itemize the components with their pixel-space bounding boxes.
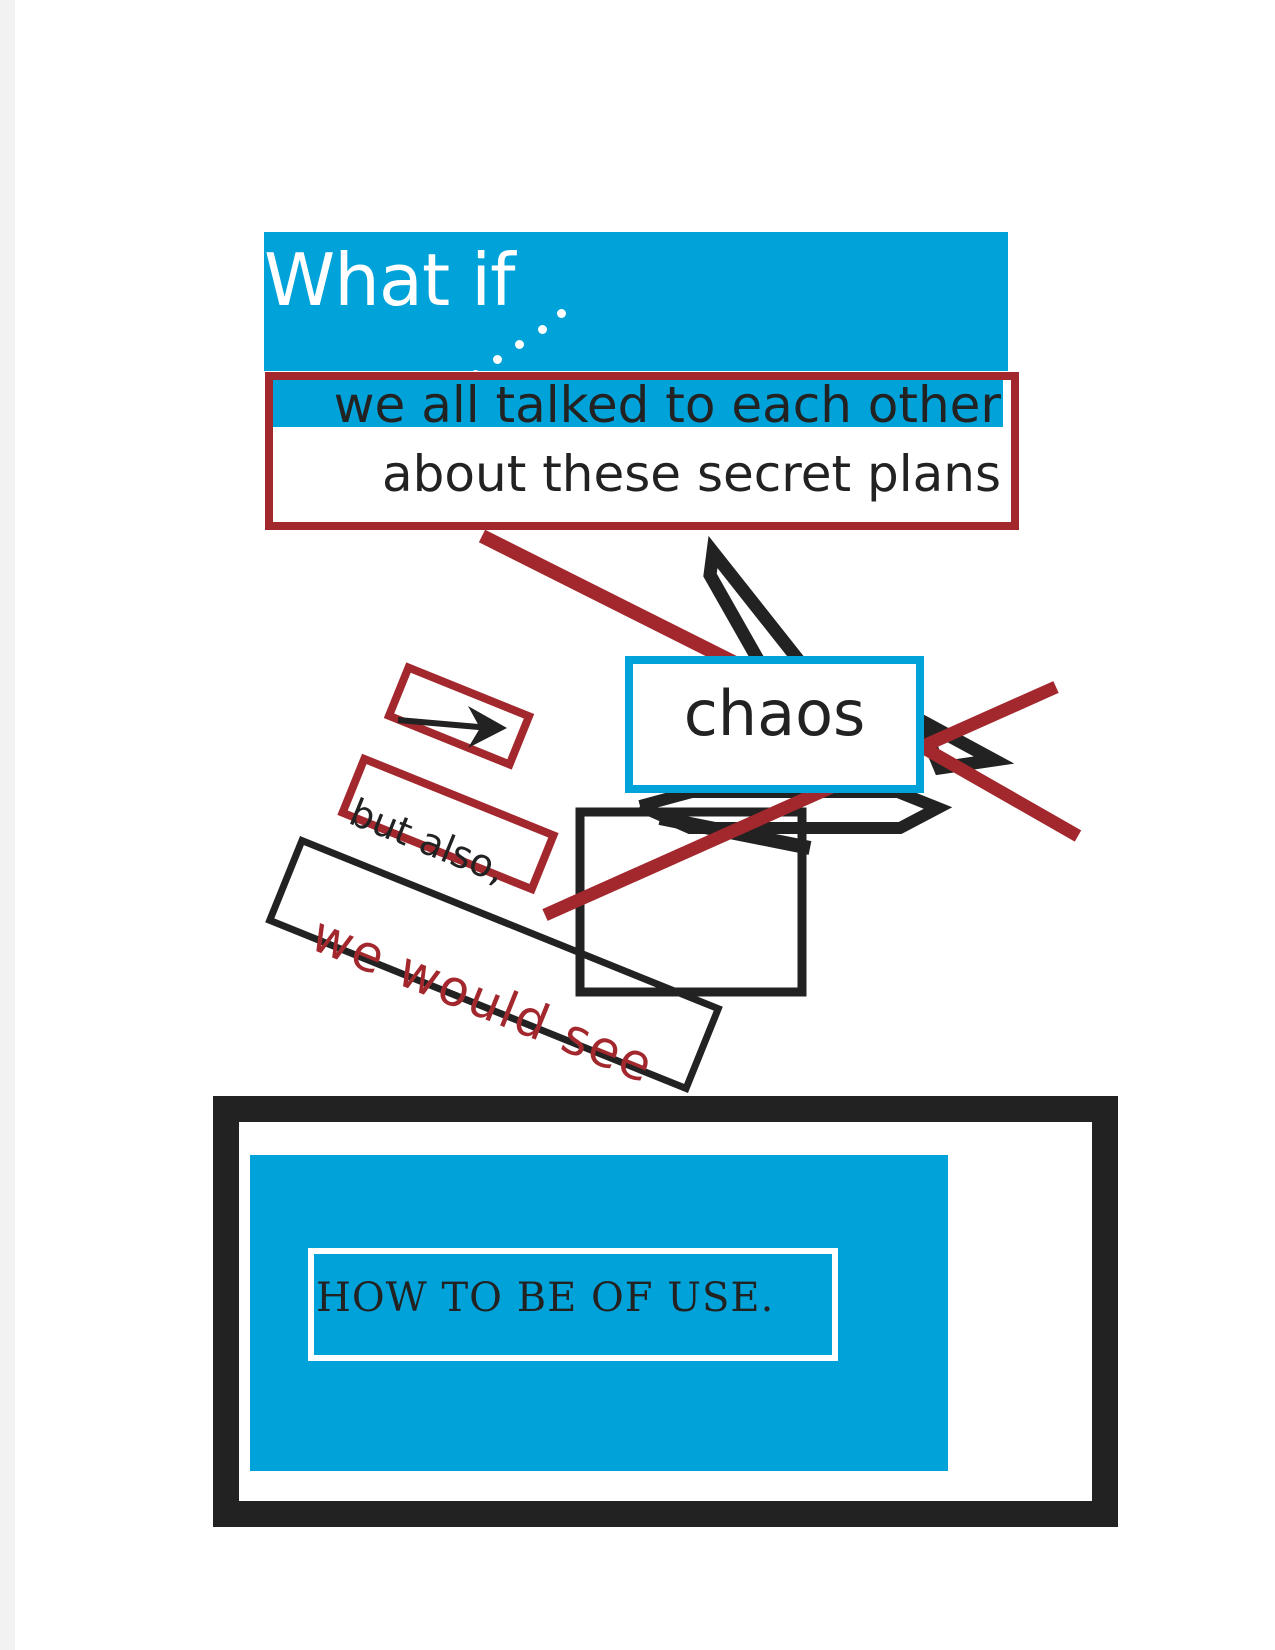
closing-frame [308,1248,838,1361]
title-band [264,232,1008,371]
dot [493,355,502,364]
dot [515,340,524,349]
dot [538,325,547,334]
plans-highlight [273,380,1003,427]
chaos-frame [625,656,924,793]
chaos-word: chaos [683,677,866,750]
red-slash-upper [478,529,749,675]
dot [557,309,566,318]
page-edge [0,0,15,1650]
closing-text: HOW TO BE OF USE. [316,1275,775,1321]
plans-frame [265,372,1019,530]
heading-what-if: What if [264,238,515,322]
bottom-blue-panel [250,1155,948,1471]
line-talked: we all talked to each other [333,376,1001,434]
line-secret-plans: about these secret plans [382,445,1001,503]
red-slash-right [906,734,1082,842]
red-slash-long [542,681,1059,921]
